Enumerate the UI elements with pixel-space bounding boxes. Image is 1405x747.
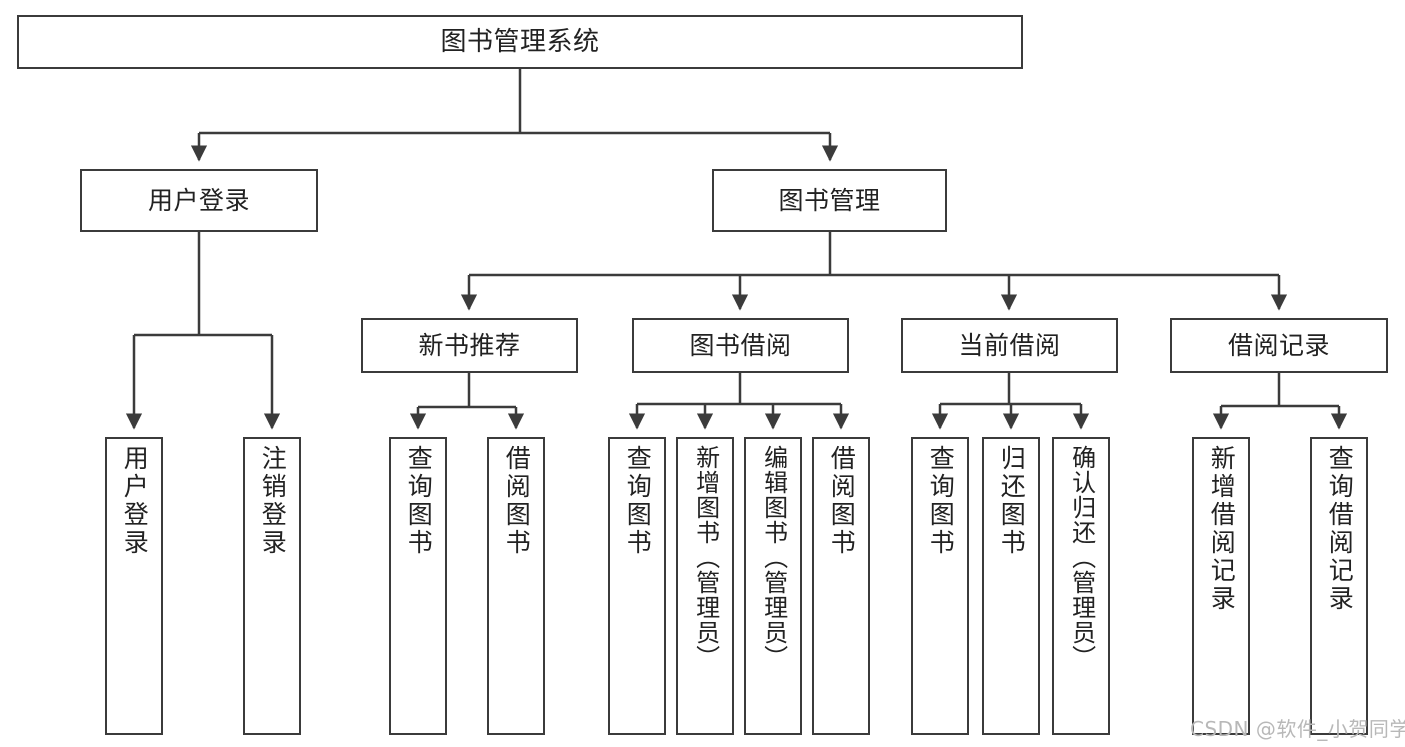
node-leaf-user-login[interactable]: 用户登录 <box>105 437 163 735</box>
node-root[interactable]: 图书管理系统 <box>17 15 1023 69</box>
node-label: 图书管理 <box>778 185 881 215</box>
node-leaf-add-borrow-record[interactable]: 新增借阅记录 <box>1192 437 1250 735</box>
node-label: 编辑图书（管理员） <box>759 445 788 670</box>
node-label: 用户登录 <box>120 445 150 557</box>
node-leaf-return-book[interactable]: 归还图书 <box>982 437 1040 735</box>
node-leaf-edit-book-admin[interactable]: 编辑图书（管理员） <box>744 437 802 735</box>
node-borrow-record[interactable]: 借阅记录 <box>1170 318 1388 373</box>
node-current-borrow[interactable]: 当前借阅 <box>901 318 1118 373</box>
node-label: 图书借阅 <box>689 330 792 360</box>
node-label: 借阅图书 <box>827 445 857 557</box>
node-leaf-borrow-book[interactable]: 借阅图书 <box>812 437 870 735</box>
node-label: 查询借阅记录 <box>1325 445 1355 613</box>
node-new-book-recommend[interactable]: 新书推荐 <box>361 318 578 373</box>
node-label: 确认归还（管理员） <box>1067 445 1096 670</box>
node-label: 注销登录 <box>258 445 288 557</box>
node-label: 新增图书（管理员） <box>691 445 720 670</box>
node-leaf-query-book-rec[interactable]: 查询图书 <box>389 437 447 735</box>
node-leaf-confirm-return-admin[interactable]: 确认归还（管理员） <box>1052 437 1110 735</box>
node-leaf-query-borrow-record[interactable]: 查询借阅记录 <box>1310 437 1368 735</box>
node-label: 用户登录 <box>147 185 250 215</box>
node-label: 借阅图书 <box>502 445 532 557</box>
node-label: 当前借阅 <box>958 330 1061 360</box>
node-book-manage[interactable]: 图书管理 <box>712 169 947 232</box>
node-leaf-logout-login[interactable]: 注销登录 <box>243 437 301 735</box>
node-label: 新书推荐 <box>418 330 521 360</box>
node-leaf-add-book-admin[interactable]: 新增图书（管理员） <box>676 437 734 735</box>
node-book-borrow[interactable]: 图书借阅 <box>632 318 849 373</box>
node-leaf-query-book-borrow[interactable]: 查询图书 <box>608 437 666 735</box>
node-label: 查询图书 <box>926 445 956 557</box>
node-label: 查询图书 <box>623 445 653 557</box>
node-label: 借阅记录 <box>1227 330 1330 360</box>
csdn-watermark: CSDN @软件_小贺同学 <box>1190 717 1405 741</box>
node-leaf-query-book-cur[interactable]: 查询图书 <box>911 437 969 735</box>
node-user-login[interactable]: 用户登录 <box>80 169 318 232</box>
node-label: 查询图书 <box>404 445 434 557</box>
node-label: 归还图书 <box>997 445 1027 557</box>
node-label: 图书管理系统 <box>440 26 600 57</box>
node-label: 新增借阅记录 <box>1207 445 1237 613</box>
node-leaf-borrow-book-rec[interactable]: 借阅图书 <box>487 437 545 735</box>
